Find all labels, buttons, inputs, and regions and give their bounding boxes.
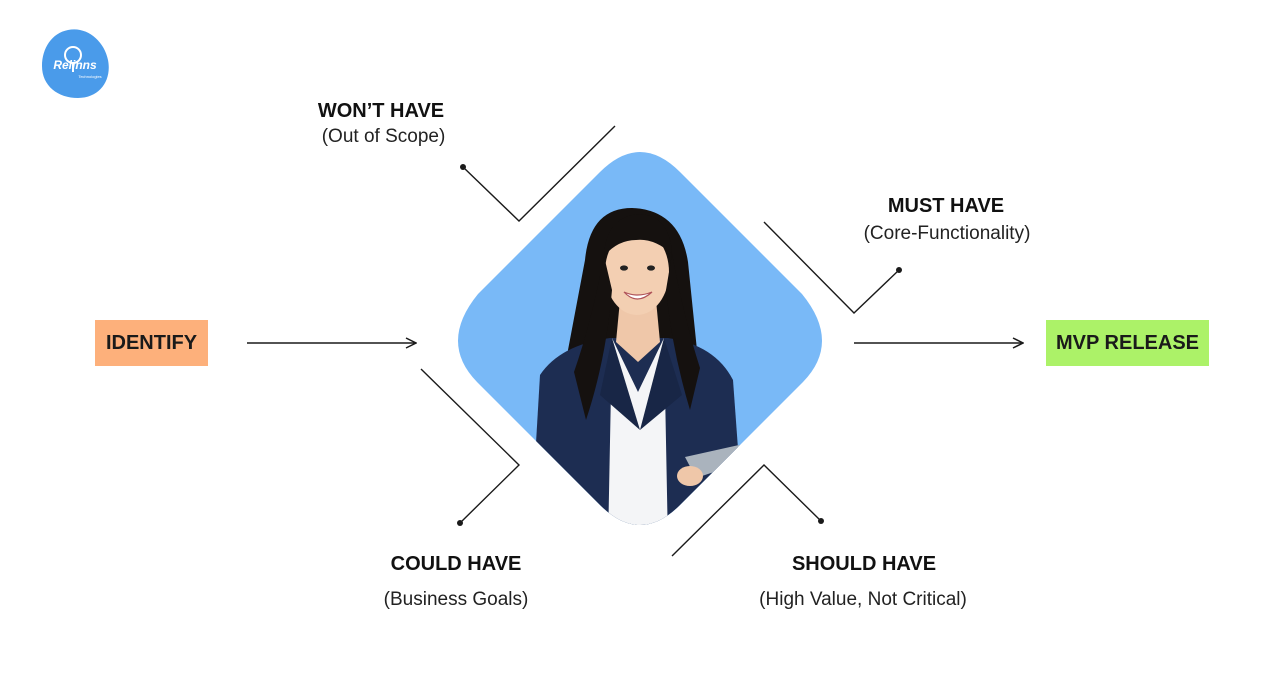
- must-have-title: MUST HAVE: [887, 195, 1005, 217]
- must-have-dot: [896, 267, 902, 273]
- could-have-title: COULD HAVE: [390, 553, 522, 575]
- must-have-connector: [763, 221, 900, 314]
- mvp-release-box: MVP RELEASE: [1046, 320, 1209, 366]
- wont-have-connector: [462, 125, 616, 222]
- wont-have-dot: [460, 164, 466, 170]
- identify-box: IDENTIFY: [95, 320, 208, 366]
- mvp-release-label: MVP RELEASE: [1056, 331, 1199, 354]
- logo-tagline: Technologies: [78, 74, 101, 79]
- center-diamond: [458, 152, 822, 525]
- logo-text: Relinns: [53, 58, 97, 72]
- should-have-subtitle: (High Value, Not Critical): [759, 589, 967, 610]
- should-have-connector: [671, 464, 822, 557]
- should-have-title: SHOULD HAVE: [791, 553, 937, 575]
- should-have-dot: [818, 518, 824, 524]
- must-have-subtitle: (Core-Functionality): [863, 223, 1031, 244]
- wont-have-subtitle: (Out of Scope): [321, 126, 446, 147]
- could-have-connector: [420, 368, 520, 524]
- could-have-subtitle: (Business Goals): [383, 589, 529, 610]
- wont-have-title: WON’T HAVE: [317, 100, 445, 122]
- company-logo: Relinns Technologies: [42, 29, 109, 98]
- identify-label: IDENTIFY: [105, 331, 198, 354]
- could-have-dot: [457, 520, 463, 526]
